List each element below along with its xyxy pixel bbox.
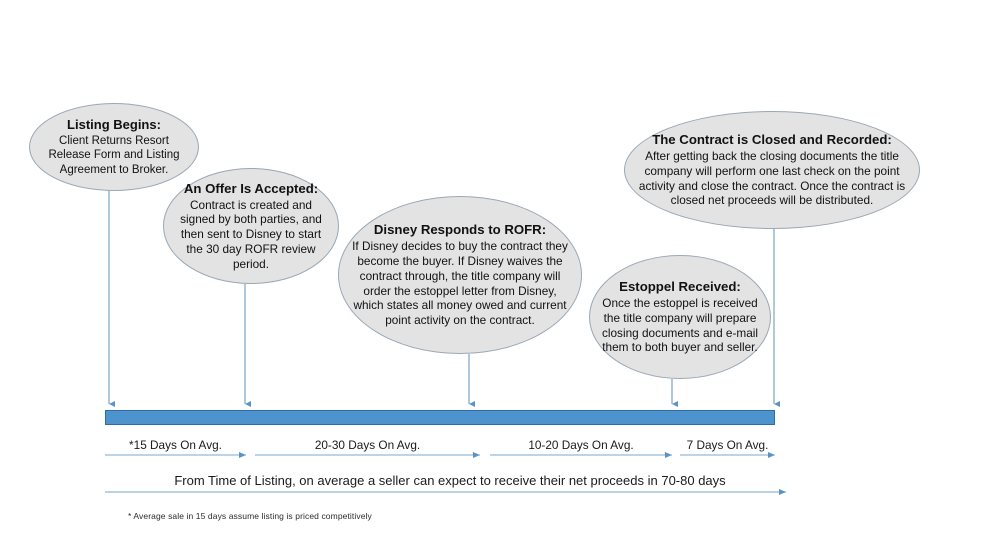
segment-label-3: 7 Days On Avg. [686, 438, 769, 452]
stage-bubble-offer-accepted[interactable]: An Offer Is Accepted: Contract is create… [163, 168, 339, 284]
stage-title: An Offer Is Accepted: [183, 180, 319, 196]
stage-body: Client Returns Resort Release Form and L… [48, 134, 180, 176]
segment-label-0: *15 Days On Avg. [129, 438, 222, 452]
stage-bubble-listing-begins[interactable]: Listing Begins: Client Returns Resort Re… [29, 103, 199, 191]
stage-title: Disney Responds to ROFR: [373, 222, 547, 238]
stage-title: Listing Begins: [67, 117, 161, 132]
segment-label-1: 20-30 Days On Avg. [314, 438, 421, 452]
stage-body: If Disney decides to buy the contract th… [352, 239, 568, 328]
stage-bubble-contract-closed[interactable]: The Contract is Closed and Recorded: Aft… [624, 111, 920, 229]
stage-title: Estoppel Received: [619, 278, 741, 294]
stage-body: Once the estoppel is received the title … [601, 296, 759, 355]
stage-bubble-disney-rofr[interactable]: Disney Responds to ROFR: If Disney decid… [338, 196, 582, 354]
stage-body: After getting back the closing documents… [638, 149, 906, 208]
segment-label-2: 10-20 Days On Avg. [528, 438, 634, 452]
stage-body: Contract is created and signed by both p… [180, 197, 322, 271]
stage-bubble-estoppel-received[interactable]: Estoppel Received: Once the estoppel is … [589, 255, 771, 379]
timeline-bar [105, 410, 775, 425]
summary-text: From Time of Listing, on average a selle… [174, 473, 726, 488]
footnote-text: * Average sale in 15 days assume listing… [128, 511, 372, 521]
stage-title: The Contract is Closed and Recorded: [652, 131, 892, 147]
